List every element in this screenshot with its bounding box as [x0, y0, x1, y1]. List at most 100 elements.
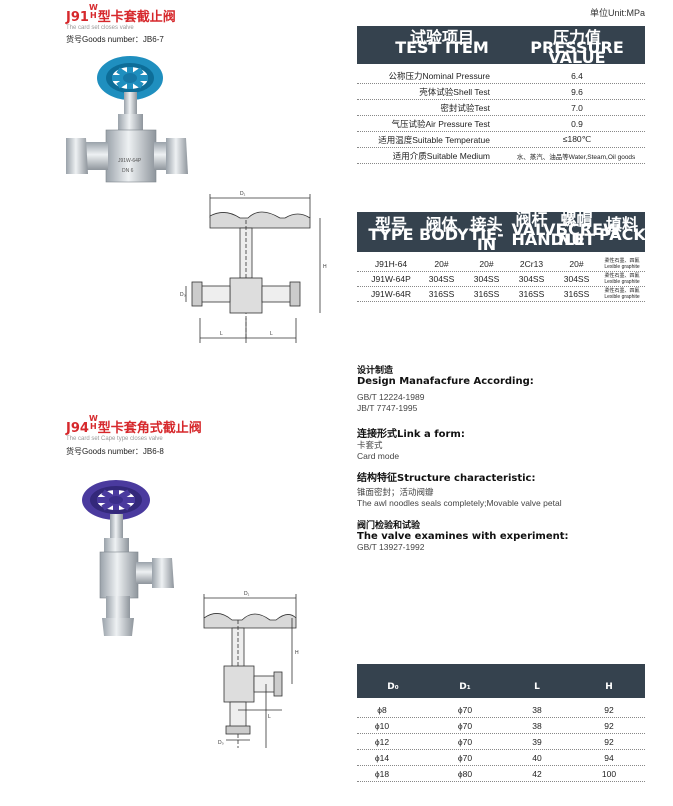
dimension-cell: ϕ70	[457, 704, 473, 715]
j91-subtitle: The card set closes valve	[66, 25, 134, 31]
material-cell: 316SS	[428, 289, 455, 299]
test-en: The valve examines with experiment:	[357, 531, 569, 542]
pressure-value: 7.0	[571, 102, 583, 113]
j91-technical-drawing: D₁ H L L D₀	[180, 191, 327, 343]
dimension-row: ϕ8 ϕ70 38 92	[357, 702, 645, 718]
drawing-label-l-right: L	[270, 331, 273, 337]
pressure-item: 密封试验Test	[440, 102, 490, 113]
unit-label: 单位Unit:MPa	[590, 8, 646, 18]
link-cn: 卡套式	[357, 440, 383, 450]
j91-goods-number: 货号Goods number：JB6-7	[66, 35, 164, 44]
design-cn: 设计制造	[357, 366, 394, 376]
header-item-en: TEST ITEM	[395, 38, 489, 57]
pressure-row: 适用温度Suitable Temperatue ≤180℃	[357, 132, 645, 148]
dimension-table: D₀ D₁ L H ϕ8 ϕ70 38 92 ϕ10 ϕ70 38 92 ϕ12…	[357, 664, 645, 784]
dim-header-d1: D₁	[459, 682, 471, 692]
design-standard: JB/T 7747-1995	[357, 403, 418, 413]
material-cell: 柔性石墨、四氟 Lexible graphite	[604, 258, 640, 270]
dimension-row: ϕ12 ϕ70 39 92	[357, 734, 645, 750]
dim-header-h: H	[605, 682, 613, 692]
mat-header-cn: 阀杆	[515, 210, 548, 229]
structure-cn: 锥面密封；活动阀瓣	[357, 487, 434, 497]
dimension-cell: ϕ70	[457, 720, 473, 731]
j94-goods-number: 货号Goods number：JB6-8	[66, 447, 164, 456]
dim-header-d0: D₀	[387, 682, 399, 692]
dim-header-l: L	[534, 682, 540, 692]
material-cell: 柔性石墨、四氟 Lexible graphite	[604, 273, 640, 285]
dimension-cell: ϕ80	[457, 768, 473, 779]
material-row: J91W-64P 304SS 304SS 304SS 304SS 柔性石墨、四氟…	[357, 272, 645, 287]
header-value-cn: 压力值	[552, 28, 601, 47]
drawing-label-d0: D₀	[218, 740, 224, 746]
dimension-cell: ϕ12	[374, 736, 390, 747]
dimension-row: ϕ18 ϕ80 42 100	[357, 766, 645, 782]
j94-subtitle: The card set Cape type closes valve	[66, 436, 163, 442]
material-cell: 316SS	[563, 289, 590, 299]
mat-header-en: BODY	[419, 225, 469, 244]
header-item-cn: 试验项目	[409, 28, 474, 47]
material-cell: 20#	[434, 259, 449, 269]
dimension-row: ϕ10 ϕ70 38 92	[357, 718, 645, 734]
pressure-row: 适用介质Suitable Medium 水、蒸汽、油品等Water,Steam,…	[357, 148, 645, 164]
mat-header-cn: 填料	[605, 215, 638, 234]
material-cell: 316SS	[473, 289, 500, 299]
test-cn: 阀门检验和试验	[357, 521, 421, 531]
dimension-cell: ϕ70	[457, 752, 473, 763]
mat-header-cn: 阀体	[425, 215, 458, 234]
dimension-cell: ϕ70	[457, 736, 473, 747]
structure-en: The awl noodles seals completely;Movable…	[357, 498, 562, 508]
material-cell: 20#	[479, 259, 494, 269]
drawing-label-h: H	[295, 650, 299, 656]
j94-technical-drawing: D₁ H L D₀	[203, 591, 299, 748]
pressure-item: 气压试验Air Pressure Test	[391, 118, 490, 129]
drawing-label-h: H	[323, 264, 327, 270]
mat-header-en: TIE-IN	[469, 225, 504, 254]
mat-header-cn: 螺帽	[560, 210, 593, 229]
material-cell: J91H-64	[374, 259, 408, 269]
material-cell: 2Cr13	[519, 259, 544, 269]
j94-valve-photo	[82, 480, 174, 636]
drawing-label-d1: D₁	[240, 191, 246, 197]
pressure-item: 适用介质Suitable Medium	[392, 150, 490, 161]
mat-header-en: PACKING	[599, 225, 673, 244]
material-row: J91H-64 20# 20# 2Cr13 20# 柔性石墨、四氟 Lexibl…	[357, 257, 645, 272]
dimension-cell: 38	[532, 720, 542, 731]
dimension-row: ϕ14 ϕ70 40 94	[357, 750, 645, 766]
pressure-row: 壳体试验Shell Test 9.6	[357, 84, 645, 100]
j91-valve-photo: J91W-64P DN 6	[66, 56, 188, 183]
link-en: Card mode	[357, 451, 400, 461]
dimension-cell: 94	[604, 752, 614, 763]
pressure-value: 6.4	[571, 70, 583, 81]
dimension-cell: 40	[532, 752, 542, 763]
dimension-cell: 38	[532, 704, 542, 715]
svg-text:DN 6: DN 6	[122, 168, 134, 174]
pressure-item: 适用温度Suitable Temperatue	[378, 134, 490, 145]
mat-header-en: VALVE HANDLE	[511, 220, 586, 249]
link-title: 连接形式Link a form:	[357, 429, 465, 440]
pressure-value: ≤180℃	[562, 134, 592, 144]
dimension-cell: 92	[604, 704, 614, 715]
test-standard: GB/T 13927-1992	[357, 542, 425, 552]
pressure-item: 公称压力Nominal Pressure	[388, 70, 490, 81]
spec-text-block: 设计制造 Design Manafacfure According: GB/T …	[357, 363, 657, 553]
structure-title: 结构特征Structure characteristic:	[357, 473, 536, 484]
drawing-label-l: L	[268, 714, 271, 720]
drawing-label-l-left: L	[220, 331, 223, 337]
design-standard: GB/T 12224-1989	[357, 392, 425, 402]
pressure-table-header: 试验项目 TEST ITEM 压力值 PRESSURE VALUE	[357, 26, 645, 66]
dimension-cell: ϕ10	[374, 720, 390, 731]
dimension-table-header: D₀ D₁ L H	[357, 664, 645, 698]
design-en: Design Manafacfure According:	[357, 376, 534, 387]
dimension-cell: 39	[532, 736, 542, 747]
material-cell: 柔性石墨、四氟 Lexible graphite	[604, 288, 640, 300]
material-cell: J91W-64P	[371, 274, 411, 284]
dimension-cell: ϕ14	[374, 752, 390, 763]
mat-header-cn: 接头	[470, 215, 503, 234]
mat-header-en: TYPE	[368, 225, 414, 244]
pressure-value: 水、蒸汽、油品等Water,Steam,Oil goods	[516, 153, 636, 161]
pressure-item: 壳体试验Shell Test	[419, 86, 490, 97]
